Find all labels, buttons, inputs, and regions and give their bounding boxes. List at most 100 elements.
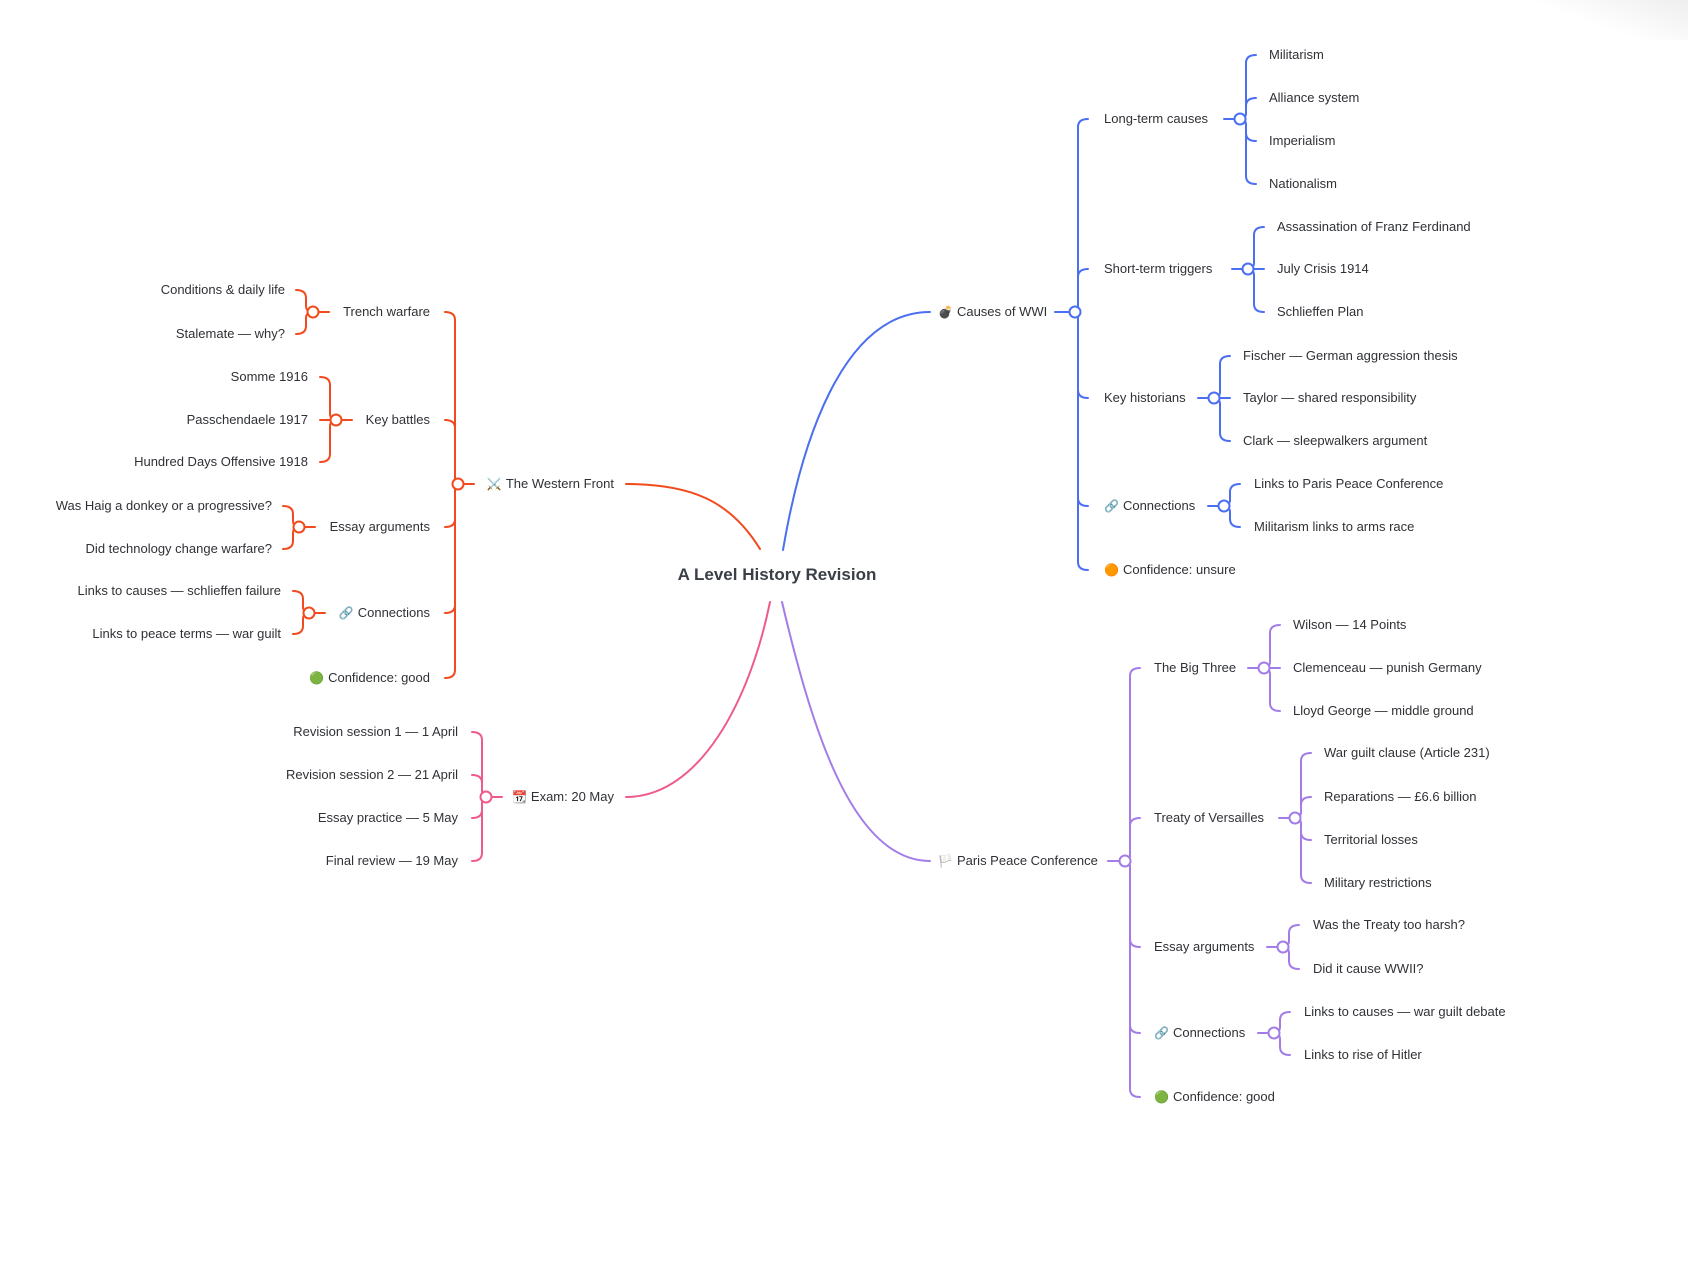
hub-paris-connections[interactable] bbox=[1267, 1026, 1281, 1040]
topic-western-confidence[interactable]: 🟢Confidence: good bbox=[309, 670, 430, 685]
topic-paris-essay[interactable]: Essay arguments bbox=[1154, 939, 1255, 954]
connector-western-child-2 bbox=[444, 483, 460, 528]
connector-root-western bbox=[625, 483, 761, 550]
connector-root-causes bbox=[782, 311, 931, 551]
connector-causes-child-1 bbox=[1073, 268, 1089, 313]
hub-western-connections[interactable] bbox=[302, 606, 316, 620]
connector-western-child-1 bbox=[444, 419, 460, 485]
topic-western-connections[interactable]: 🔗Connections bbox=[338, 605, 430, 620]
mindmap-canvas[interactable]: A Level History Revision 💣Causes of WWI … bbox=[0, 0, 1568, 1162]
topic-fischer[interactable]: Fischer — German aggression thesis bbox=[1243, 348, 1458, 363]
topic-july-crisis[interactable]: July Crisis 1914 bbox=[1277, 261, 1369, 276]
topic-militarism-arms-race[interactable]: Militarism links to arms race bbox=[1254, 519, 1415, 534]
topic-somme[interactable]: Somme 1916 bbox=[230, 369, 308, 384]
topic-cause-wwii[interactable]: Did it cause WWII? bbox=[1313, 961, 1424, 976]
hub-historians[interactable] bbox=[1207, 391, 1221, 405]
topic-stalemate[interactable]: Stalemate — why? bbox=[175, 326, 285, 341]
topic-lloyd-george[interactable]: Lloyd George — middle ground bbox=[1293, 703, 1474, 718]
hub-longterm[interactable] bbox=[1233, 112, 1247, 126]
white-flag-icon: 🏳️ bbox=[938, 854, 953, 868]
topic-revision-session-2[interactable]: Revision session 2 — 21 April bbox=[286, 767, 458, 782]
connector-western-child-4 bbox=[444, 483, 460, 679]
topic-taylor[interactable]: Taylor — shared responsibility bbox=[1243, 390, 1417, 405]
topic-conditions[interactable]: Conditions & daily life bbox=[160, 282, 285, 297]
topic-links-peace-terms[interactable]: Links to peace terms — war guilt bbox=[92, 626, 281, 641]
connector-causes-child-4 bbox=[1073, 311, 1089, 571]
topic-war-guilt-clause[interactable]: War guilt clause (Article 231) bbox=[1324, 745, 1490, 760]
topic-causes-of-wwi[interactable]: 💣Causes of WWI bbox=[938, 304, 1048, 319]
hub-big-three[interactable] bbox=[1257, 661, 1271, 675]
topic-essay-practice[interactable]: Essay practice — 5 May bbox=[317, 810, 458, 825]
connector-exam-child-0 bbox=[471, 731, 488, 798]
topic-treaty-too-harsh[interactable]: Was the Treaty too harsh? bbox=[1313, 917, 1465, 932]
topic-links-rise-hitler[interactable]: Links to rise of Hitler bbox=[1304, 1047, 1422, 1062]
topic-haig[interactable]: Was Haig a donkey or a progressive? bbox=[55, 498, 272, 513]
topic-key-historians[interactable]: Key historians bbox=[1104, 390, 1186, 405]
connector-causes-child-3 bbox=[1073, 311, 1089, 507]
root-topic[interactable]: A Level History Revision bbox=[677, 565, 877, 584]
connector-western-child-3 bbox=[444, 483, 460, 614]
topic-causes-confidence[interactable]: 🟠Confidence: unsure bbox=[1104, 562, 1236, 577]
connector-historians-child-0 bbox=[1213, 355, 1231, 399]
topic-alliance-system[interactable]: Alliance system bbox=[1269, 90, 1360, 105]
topic-links-causes-schlieffen[interactable]: Links to causes — schlieffen failure bbox=[77, 583, 281, 598]
topic-nationalism[interactable]: Nationalism bbox=[1269, 176, 1337, 191]
topic-paris-confidence[interactable]: 🟢Confidence: good bbox=[1154, 1089, 1275, 1104]
topic-paris-peace-conference[interactable]: 🏳️Paris Peace Conference bbox=[938, 853, 1098, 868]
topic-revision-session-1[interactable]: Revision session 1 — 1 April bbox=[293, 724, 458, 739]
hub-trench[interactable] bbox=[306, 305, 320, 319]
topic-trench-warfare[interactable]: Trench warfare bbox=[343, 304, 430, 319]
topic-reparations[interactable]: Reparations — £6.6 billion bbox=[1324, 789, 1477, 804]
topic-big-three[interactable]: The Big Three bbox=[1154, 660, 1237, 675]
hub-causes[interactable] bbox=[1068, 305, 1082, 319]
topic-western-essay[interactable]: Essay arguments bbox=[329, 519, 430, 534]
topic-western-front[interactable]: ⚔️The Western Front bbox=[486, 476, 614, 491]
hub-exam[interactable] bbox=[479, 790, 493, 804]
topic-imperialism[interactable]: Imperialism bbox=[1269, 133, 1336, 148]
mindmap-connectors bbox=[282, 54, 1312, 1098]
hub-battles[interactable] bbox=[329, 413, 343, 427]
hub-western-essay[interactable] bbox=[292, 520, 306, 534]
topic-final-review[interactable]: Final review — 19 May bbox=[325, 853, 458, 868]
topic-links-war-guilt-debate[interactable]: Links to causes — war guilt debate bbox=[1304, 1004, 1506, 1019]
hub-western[interactable] bbox=[451, 477, 465, 491]
bomb-icon: 💣 bbox=[938, 305, 953, 319]
green-circle-icon: 🟢 bbox=[309, 671, 325, 685]
topic-links-paris[interactable]: Links to Paris Peace Conference bbox=[1254, 476, 1444, 491]
connector-root-paris bbox=[781, 601, 931, 862]
topic-technology[interactable]: Did technology change warfare? bbox=[85, 541, 272, 556]
topic-clark[interactable]: Clark — sleepwalkers argument bbox=[1243, 433, 1428, 448]
topic-assassination[interactable]: Assassination of Franz Ferdinand bbox=[1277, 219, 1471, 234]
topic-wilson[interactable]: Wilson — 14 Points bbox=[1293, 617, 1407, 632]
connector-longterm-child-0 bbox=[1239, 54, 1257, 120]
topic-military-restrictions[interactable]: Military restrictions bbox=[1324, 875, 1432, 890]
link-icon: 🔗 bbox=[1104, 499, 1119, 513]
hub-paris-essay[interactable] bbox=[1276, 940, 1290, 954]
topic-paris-connections[interactable]: 🔗Connections bbox=[1154, 1025, 1246, 1040]
hub-versailles[interactable] bbox=[1288, 811, 1302, 825]
topic-exam[interactable]: 📆Exam: 20 May bbox=[511, 789, 614, 804]
connector-paris-child-2 bbox=[1123, 860, 1141, 948]
topic-key-battles[interactable]: Key battles bbox=[365, 412, 430, 427]
connector-causes-child-2 bbox=[1073, 311, 1089, 399]
hub-causes-connections[interactable] bbox=[1217, 499, 1231, 513]
topic-clemenceau[interactable]: Clemenceau — punish Germany bbox=[1293, 660, 1482, 675]
topic-passchendaele[interactable]: Passchendaele 1917 bbox=[186, 412, 308, 427]
connector-bigthree-child-2 bbox=[1263, 667, 1281, 712]
hub-paris[interactable] bbox=[1118, 854, 1132, 868]
topic-treaty-versailles[interactable]: Treaty of Versailles bbox=[1154, 810, 1265, 825]
topic-causes-connections[interactable]: 🔗Connections bbox=[1104, 498, 1196, 513]
orange-circle-icon: 🟠 bbox=[1104, 563, 1119, 577]
topic-long-term-causes[interactable]: Long-term causes bbox=[1104, 111, 1209, 126]
topic-schlieffen-plan[interactable]: Schlieffen Plan bbox=[1277, 304, 1364, 319]
topic-short-term-triggers[interactable]: Short-term triggers bbox=[1104, 261, 1213, 276]
connector-causes-child-0 bbox=[1073, 118, 1089, 313]
topic-hundred-days[interactable]: Hundred Days Offensive 1918 bbox=[134, 454, 308, 469]
hub-shortterm[interactable] bbox=[1241, 262, 1255, 276]
link-icon: 🔗 bbox=[1154, 1026, 1169, 1040]
topic-territorial-losses[interactable]: Territorial losses bbox=[1324, 832, 1418, 847]
link-icon: 🔗 bbox=[338, 606, 354, 620]
connector-root-exam bbox=[625, 601, 771, 798]
connector-exam-child-3 bbox=[471, 796, 488, 862]
topic-militarism[interactable]: Militarism bbox=[1269, 47, 1324, 62]
